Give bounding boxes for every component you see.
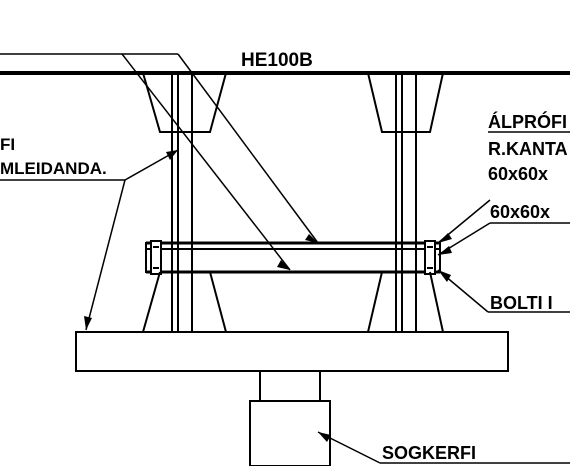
label-bolti: BOLTI I: [490, 293, 553, 313]
label-size2: 60x60x: [490, 202, 550, 222]
arrow-bolti: [438, 270, 451, 282]
leader-line-3: [121, 53, 291, 271]
label-rkanta: R.KANTA: [488, 139, 568, 159]
arrow-mleidanda: [166, 150, 178, 160]
pedestal-body: [249, 400, 331, 466]
label-size1: 60x60x: [488, 164, 548, 184]
cross-member: [145, 241, 441, 274]
leader-line-2: [177, 53, 319, 244]
left-top-gusset: [142, 72, 227, 133]
label-fi-fragment: FI: [0, 135, 15, 154]
arrow-beam-2: [277, 260, 290, 270]
arrow-alprofi-1: [438, 233, 452, 243]
label-mleidanda: MLEIDANDA.: [0, 159, 107, 178]
right-top-gusset: [367, 72, 444, 133]
pedestal-neck: [259, 370, 321, 402]
bolt-right: [424, 240, 436, 275]
arrow-base: [84, 316, 92, 330]
bolt-left: [150, 240, 162, 275]
left-column: [171, 73, 193, 332]
label-sogkerfi: SOGKERFI: [382, 443, 476, 463]
base-plate: [75, 331, 509, 372]
arrow-alprofi-2: [438, 246, 452, 255]
right-bottom-gusset: [366, 271, 445, 333]
label-alprofi: ÁLPRÓFI: [488, 111, 567, 132]
leader-fi-base: [85, 179, 126, 331]
label-profile: HE100B: [241, 50, 313, 71]
left-bottom-gusset: [141, 271, 228, 333]
arrow-sogkerfi: [318, 432, 331, 442]
right-column: [395, 73, 417, 332]
arrow-beam-1: [305, 234, 318, 243]
